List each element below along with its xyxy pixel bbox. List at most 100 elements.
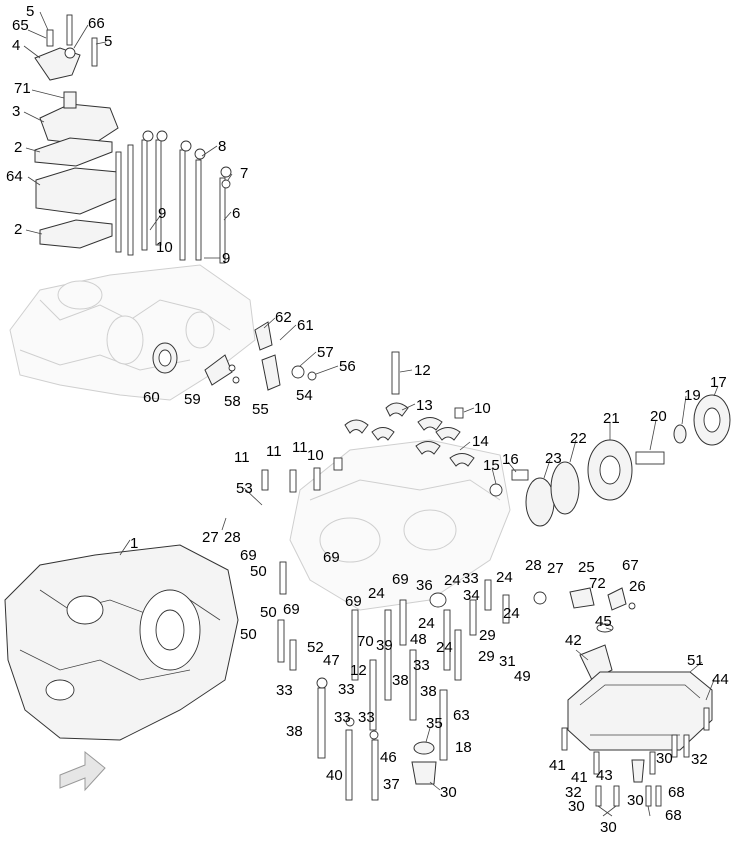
callout-2a: 2 <box>14 139 22 156</box>
right-fittings <box>429 587 636 681</box>
callout-64: 64 <box>6 168 23 185</box>
callout-50a: 50 <box>250 563 267 580</box>
callout-24d: 24 <box>418 615 435 632</box>
callout-51: 51 <box>687 652 704 669</box>
callout-44: 44 <box>712 671 729 688</box>
orientation-arrow-icon <box>59 750 106 792</box>
callout-7: 7 <box>240 165 248 182</box>
seal-part-63 <box>413 741 435 755</box>
callout-22: 22 <box>570 430 587 447</box>
callout-69e: 69 <box>392 571 409 588</box>
callout-55: 55 <box>252 401 269 418</box>
callout-12b: 12 <box>350 662 367 679</box>
long-studs <box>115 130 232 264</box>
strainer-part-42 <box>579 644 613 681</box>
callout-68a: 30 <box>568 798 585 815</box>
callout-19: 19 <box>684 387 701 404</box>
callout-50b: 50 <box>260 604 277 621</box>
callout-60: 60 <box>143 389 160 406</box>
callout-9a: 9 <box>158 205 166 222</box>
callout-24e: 24 <box>436 639 453 656</box>
callout-31: 31 <box>499 653 516 670</box>
callout-42: 42 <box>565 632 582 649</box>
callout-27b: 27 <box>547 560 564 577</box>
bearing-and-breather-parts <box>152 321 317 391</box>
callout-65: 65 <box>12 17 29 34</box>
callout-18: 46 <box>380 749 397 766</box>
callout-49: 49 <box>514 668 531 685</box>
callout-24a: 24 <box>368 585 385 602</box>
callout-66: 66 <box>88 15 105 32</box>
callout-69b: 69 <box>323 549 340 566</box>
callout-5: 5 <box>26 3 34 20</box>
callout-30c: 30 <box>627 792 644 809</box>
callout-27a: 27 <box>202 529 219 546</box>
callout-38b: 38 <box>420 683 437 700</box>
callout-32a: 32 <box>565 784 582 801</box>
engine-casing-part-1 <box>4 544 239 741</box>
callout-59: 59 <box>184 391 201 408</box>
callout-61: 61 <box>297 317 314 334</box>
callout-41b: 43 <box>596 767 613 784</box>
callout-17: 17 <box>710 374 727 391</box>
plate-part-59 <box>204 354 233 386</box>
callout-11a: 11 <box>234 449 250 466</box>
callout-68b: 68 <box>665 807 682 824</box>
callout-11b: 11 <box>266 443 282 460</box>
callout-11c: 11 <box>292 439 308 456</box>
callout-37: 30 <box>440 784 457 801</box>
callout-10a: 10 <box>156 239 173 256</box>
bracket-part-62 <box>254 321 273 351</box>
fitting-part-16 <box>511 469 529 481</box>
callout-30b: 32 <box>691 751 708 768</box>
callout-71: 71 <box>14 80 31 97</box>
callout-33a: 33 <box>462 570 479 587</box>
callout-24c: 24 <box>496 569 513 586</box>
callout-25: 25 <box>578 559 595 576</box>
upper-crankcase-ghost <box>9 264 256 401</box>
callout-45: 45 <box>595 613 612 630</box>
callout-29b: 29 <box>478 648 495 665</box>
callout-28b: 28 <box>525 557 542 574</box>
callout-24f: 24 <box>503 605 520 622</box>
callout-43: 30 <box>656 750 673 767</box>
gasket-part-2-upper <box>34 137 113 167</box>
callout-39: 39 <box>376 637 393 654</box>
callout-21: 21 <box>603 410 620 427</box>
callout-33e: 33 <box>358 709 375 726</box>
callout-57: 57 <box>317 344 334 361</box>
bearing-shells <box>261 351 503 497</box>
callout-14: 14 <box>472 433 489 450</box>
callout-10c: 10 <box>307 447 324 464</box>
callout-50c: 50 <box>240 626 257 643</box>
fitting-part-20 <box>635 451 665 465</box>
callout-33f: 63 <box>453 707 470 724</box>
breather-part-71 <box>63 91 77 109</box>
callout-38a: 38 <box>392 672 409 689</box>
callout-56: 56 <box>339 358 356 375</box>
callout-63: 35 <box>426 715 443 732</box>
callout-24b: 24 <box>444 572 461 589</box>
washer-part-19 <box>673 424 687 444</box>
callout-8: 8 <box>218 138 226 155</box>
callout-29a: 29 <box>479 627 496 644</box>
callout-34: 34 <box>463 587 480 604</box>
lower-crankcase-ghost <box>289 439 511 611</box>
callout-53: 53 <box>236 480 253 497</box>
bolt-field <box>277 561 510 801</box>
plate-part-22 <box>550 461 580 515</box>
callout-23: 23 <box>545 450 562 467</box>
callout-4: 4 <box>12 37 20 54</box>
callout-32b: 68 <box>668 784 685 801</box>
callout-1: 1 <box>130 535 138 552</box>
callout-52: 52 <box>307 639 324 656</box>
gasket-part-2-lower <box>39 219 113 249</box>
o-ring-part-23 <box>525 477 555 527</box>
clip-part-67 <box>607 587 627 611</box>
callout-72: 72 <box>589 575 606 592</box>
filter-part-64 <box>35 167 119 215</box>
plug-part-37 <box>411 761 437 785</box>
callout-28a: 28 <box>224 529 241 546</box>
callout-15: 15 <box>483 457 500 474</box>
